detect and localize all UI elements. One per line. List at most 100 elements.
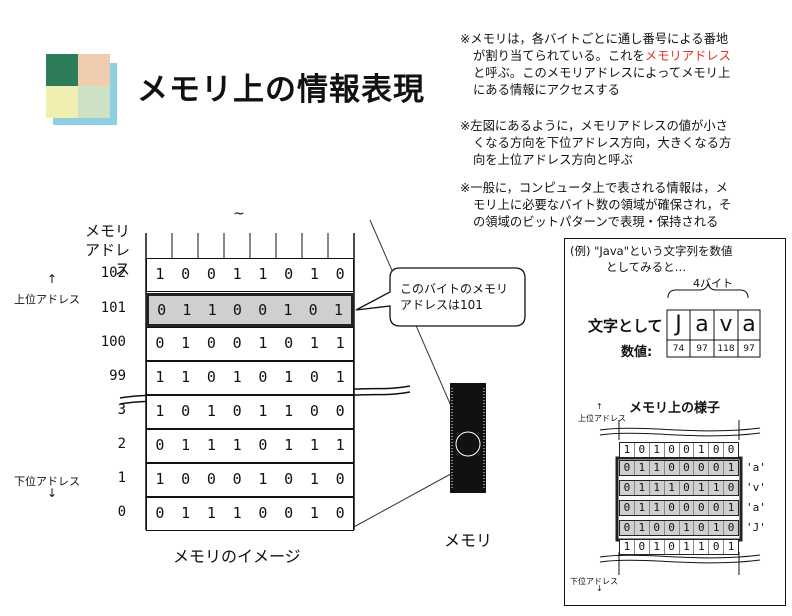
bit-cell: 0 [335,504,345,522]
bit-cell: 1 [206,504,216,522]
values-label: 数値: [621,345,653,360]
bytes-label: 4バイト [693,277,733,290]
bit-cell: 0 [284,470,294,488]
intro-line: としてみると… [606,260,687,274]
upper-arrow-icon: ↑ [47,272,58,286]
note-memory-address: ※メモリは，各バイトごとに通し番号による番地 が割り当てられている。これをメモリ… [460,31,731,99]
bit-cell: 0 [206,334,216,352]
note-line: と呼ぶ。このメモリアドレスによってメモリ上 [473,66,731,80]
bit-cell: 0 [665,443,680,457]
bit-cell: 0 [727,521,735,534]
bit-cell: 0 [157,301,167,319]
char-cell: J [675,312,682,337]
bit-cell: 1 [650,443,665,457]
bit-cell: 1 [333,301,343,319]
bit-cell: 0 [335,265,345,283]
bit-cell: 0 [258,436,268,454]
bit-cell: 0 [206,470,216,488]
char-cell: a [742,312,756,337]
note-line: の領域のビットパターンで表現・保持される [473,215,719,229]
note-line: ※左図にあるように，メモリアドレスの値が小さ [460,119,728,133]
note-text: が割り当てられている。これを [473,49,645,63]
upper-arrow-icon: ↑ [596,402,603,411]
memory-image-caption: メモリのイメージ [173,547,301,566]
bit-cell: 1 [694,443,710,457]
bit-cell: 0 [181,470,191,488]
bit-cell: 1 [258,265,268,283]
bit-cell: 1 [635,481,650,495]
bit-cell: 0 [308,301,318,319]
memory-address: 100 [100,334,126,350]
bit-cell: 1 [258,334,268,352]
bit-cell: 1 [207,301,217,319]
bit-cell: 1 [309,334,319,352]
char-cell: a [695,312,709,337]
bit-cell: 1 [620,443,635,457]
bit-cell: 1 [727,501,735,514]
note-line: モリ上に必要なバイト数の領域が確保され，そ [473,198,732,212]
callout-box: このバイトのメモリ アドレスは101 [400,281,508,313]
bit-cell: 0 [258,368,268,386]
bit-cell: 0 [232,402,242,420]
bit-cell: 0 [665,501,680,515]
memory-address: 101 [100,300,126,316]
bit-cell: 1 [182,301,192,319]
note-line: くなる方向を下位アドレス方向，大きくなる方 [473,136,732,150]
bit-cell: 0 [694,461,710,475]
bit-cell: 1 [181,504,191,522]
bit-cell: 0 [650,521,665,535]
bit-cell: 0 [620,461,635,475]
bit-cell: 0 [709,461,725,475]
bit-cell: 0 [232,470,242,488]
memory-address: 1 [117,470,126,486]
bit-cell: 1 [258,470,268,488]
value-cell: 118 [717,344,735,354]
char-cell: v [719,312,733,337]
bit-cell: 1 [155,470,165,488]
bit-cell: 0 [284,265,294,283]
memory-address-term: メモリアドレス [644,49,731,63]
memory-address: 0 [117,504,126,520]
bit-cell: 1 [727,540,735,553]
bit-cell: 0 [620,521,635,535]
note-line: にある情報にアクセスする [473,83,620,97]
bit-cell: 0 [335,402,345,420]
bit-cell: 1 [181,334,191,352]
bit-cell: 0 [709,540,725,554]
char-label: 'v' [746,481,766,494]
bit-cell: 0 [680,481,695,495]
bit-cell: 1 [709,521,725,535]
logo-square-peach [78,54,110,86]
char-label: 'J' [746,521,766,534]
bit-cell: 1 [620,540,635,554]
bit-cell: 1 [284,368,294,386]
page-title: メモリ上の情報表現 [137,72,425,108]
upper-address-label: 上位アドレス [14,293,80,306]
bit-cell: 0 [309,368,319,386]
bit-cell: 1 [284,402,294,420]
note-line: ※一般に，コンピュータ上で表される情報は，メ [460,181,728,195]
bit-cell: 0 [665,540,680,554]
bit-cell: 0 [665,461,680,475]
bit-cell: 0 [620,481,635,495]
bit-cell: 0 [680,461,695,475]
bit-cell: 1 [155,265,165,283]
bit-cell: 1 [309,470,319,488]
bit-cell: 0 [284,504,294,522]
value-cell: 97 [743,344,755,354]
bit-cell: 0 [680,501,695,515]
value-cell: 74 [672,344,685,354]
bit-cell: 0 [155,436,165,454]
bit-cell: 1 [680,521,695,535]
intro-line: (例) "Java"という文字列を数値 [570,244,733,258]
bit-cell: 1 [694,540,710,554]
bit-cell: 1 [181,368,191,386]
